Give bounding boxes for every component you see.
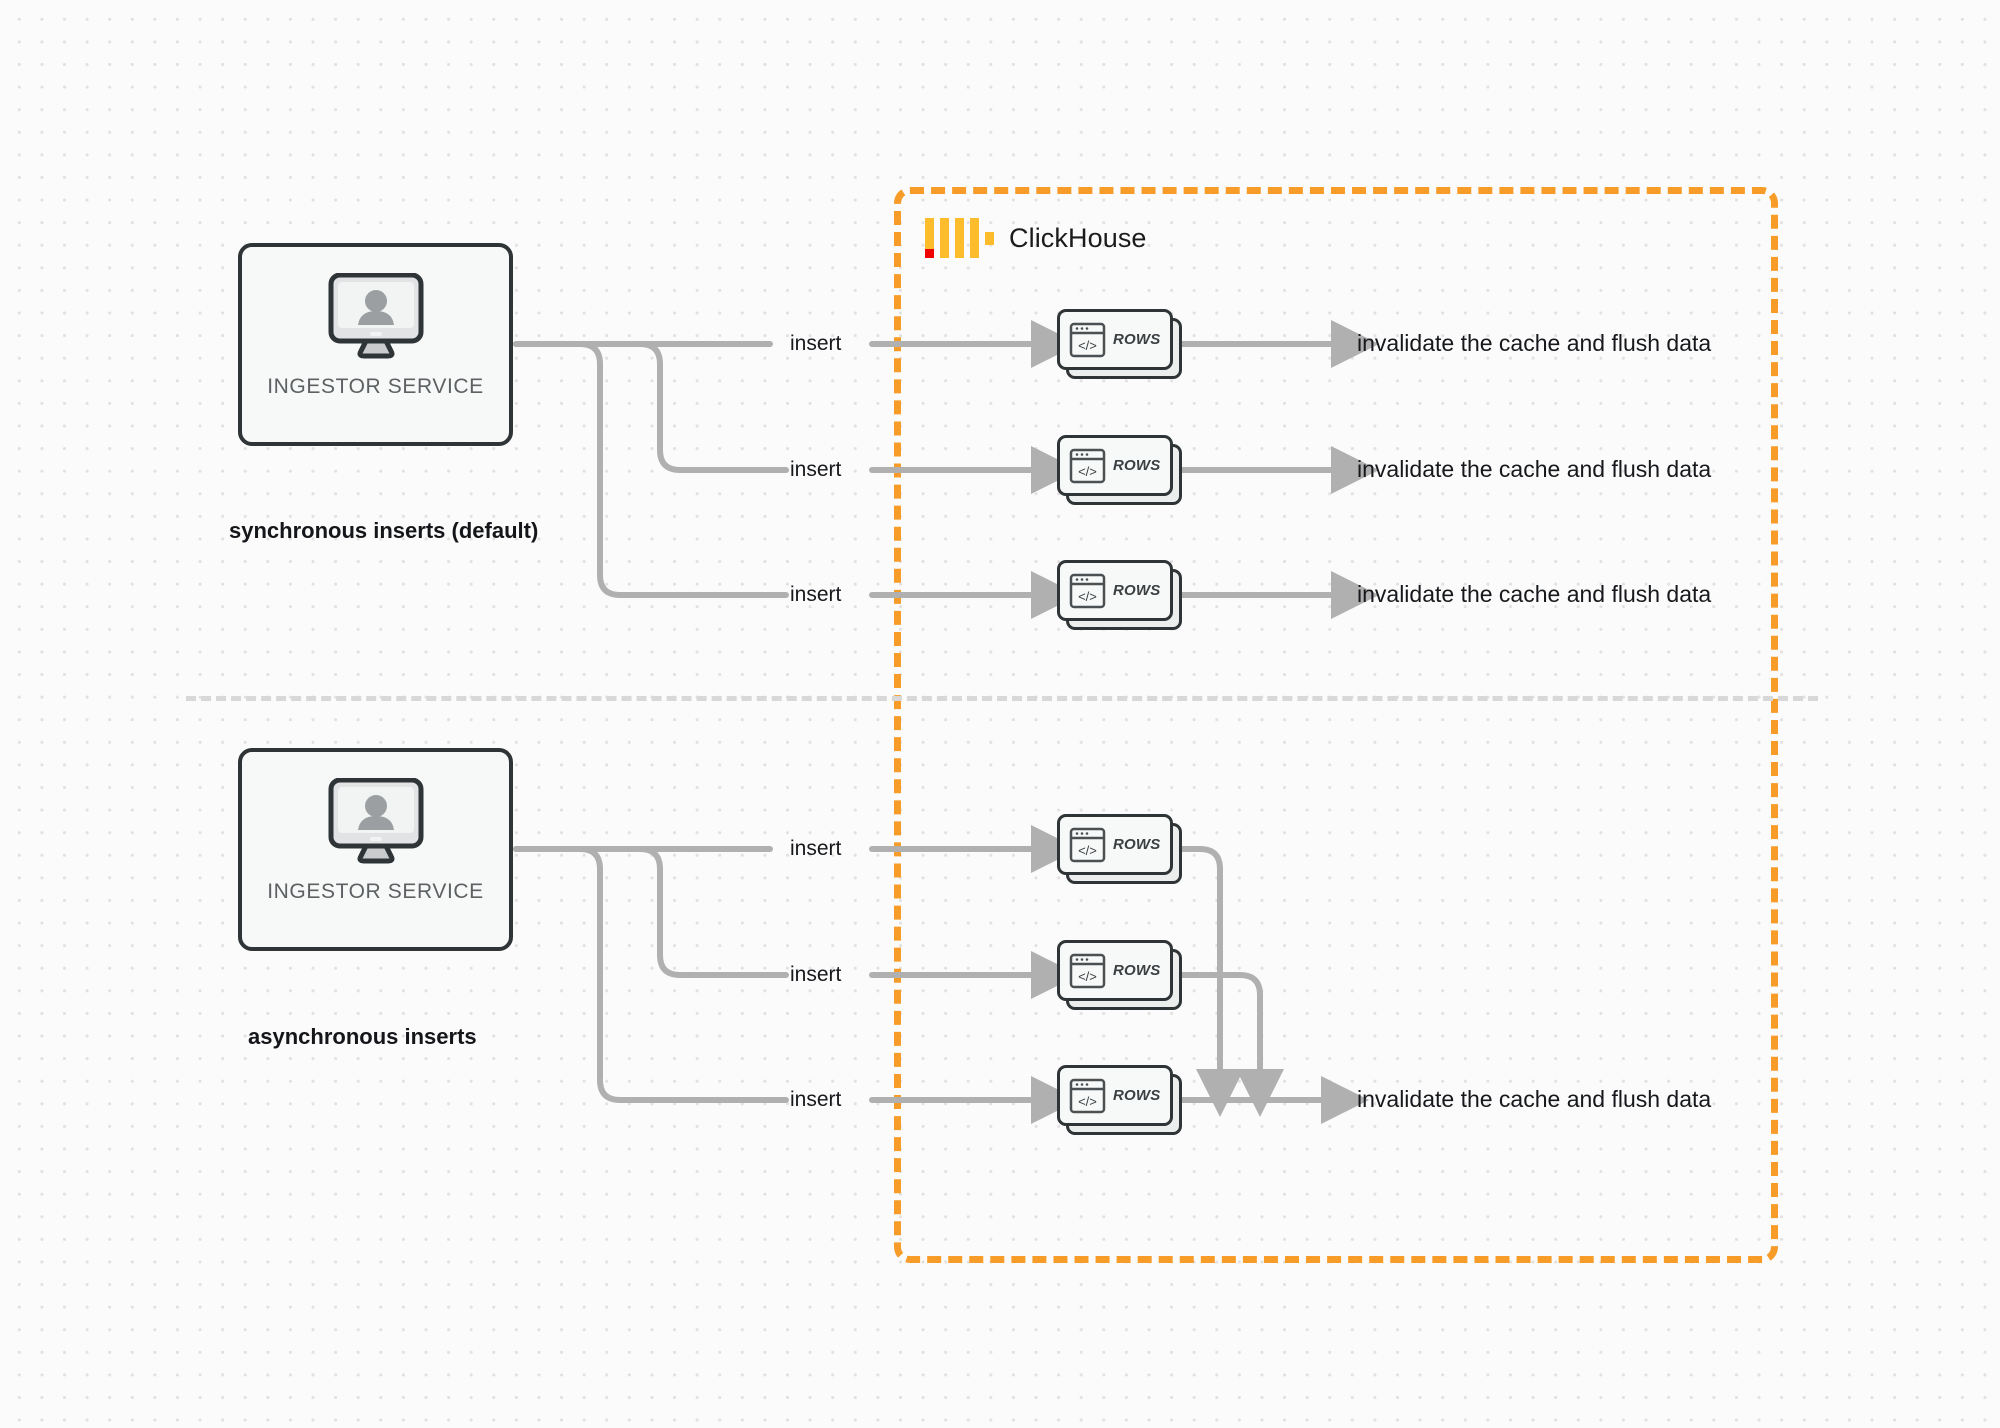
rows-card-async-1[interactable]: </> ROWS [1057, 814, 1182, 884]
rows-card-front: </> ROWS [1057, 309, 1173, 370]
insert-label-async-2: insert [790, 963, 842, 986]
caption-synchronous: synchronous inserts (default) [229, 518, 539, 543]
rows-card-async-3[interactable]: </> ROWS [1057, 1065, 1182, 1135]
rows-card-front: </> ROWS [1057, 814, 1173, 875]
rows-label-sync-3: ROWS [1113, 582, 1161, 599]
rows-label-async-2: ROWS [1113, 962, 1161, 979]
rows-card-front: </> ROWS [1057, 435, 1173, 496]
ingestor-service-sync[interactable]: INGESTOR SERVICE [238, 243, 513, 446]
rows-card-sync-2[interactable]: </> ROWS [1057, 435, 1182, 505]
output-label-async-merged: invalidate the cache and flush data [1357, 1086, 1712, 1112]
output-label-sync-3: invalidate the cache and flush data [1357, 581, 1712, 607]
svg-text:</>: </> [1078, 1094, 1097, 1109]
code-window-icon: </> [1069, 573, 1106, 609]
rows-card-front: </> ROWS [1057, 940, 1173, 1001]
monitor-user-icon [328, 777, 424, 864]
ingestor-service-label-sync: INGESTOR SERVICE [267, 375, 484, 398]
clickhouse-boundary [894, 187, 1778, 1263]
rows-label-async-3: ROWS [1113, 1087, 1161, 1104]
svg-text:</>: </> [1078, 464, 1097, 479]
svg-text:</>: </> [1078, 589, 1097, 604]
rows-label-sync-2: ROWS [1113, 457, 1161, 474]
output-label-sync-2: invalidate the cache and flush data [1357, 456, 1712, 482]
ingestor-service-async[interactable]: INGESTOR SERVICE [238, 748, 513, 951]
ingestor-service-label-async: INGESTOR SERVICE [267, 880, 484, 903]
clickhouse-logo-icon [925, 218, 994, 258]
insert-label-sync-1: insert [790, 332, 842, 355]
rows-label-sync-1: ROWS [1113, 331, 1161, 348]
rows-card-sync-3[interactable]: </> ROWS [1057, 560, 1182, 630]
insert-label-sync-3: insert [790, 583, 842, 606]
code-window-icon: </> [1069, 322, 1106, 358]
rows-card-front: </> ROWS [1057, 560, 1173, 621]
code-window-icon: </> [1069, 953, 1106, 989]
rows-label-async-1: ROWS [1113, 836, 1161, 853]
insert-label-async-3: insert [790, 1088, 842, 1111]
rows-card-front: </> ROWS [1057, 1065, 1173, 1126]
output-label-sync-1: invalidate the cache and flush data [1357, 330, 1712, 356]
svg-text:</>: </> [1078, 969, 1097, 984]
monitor-user-icon [328, 272, 424, 359]
svg-text:</>: </> [1078, 843, 1097, 858]
insert-label-sync-2: insert [790, 458, 842, 481]
clickhouse-brand: ClickHouse [925, 218, 1147, 258]
code-window-icon: </> [1069, 1078, 1106, 1114]
code-window-icon: </> [1069, 448, 1106, 484]
svg-text:</>: </> [1078, 338, 1097, 353]
rows-card-async-2[interactable]: </> ROWS [1057, 940, 1182, 1010]
section-divider [186, 696, 1818, 701]
code-window-icon: </> [1069, 827, 1106, 863]
caption-asynchronous: asynchronous inserts [248, 1024, 477, 1049]
clickhouse-name: ClickHouse [1009, 222, 1147, 253]
rows-card-sync-1[interactable]: </> ROWS [1057, 309, 1182, 379]
insert-label-async-1: insert [790, 837, 842, 860]
